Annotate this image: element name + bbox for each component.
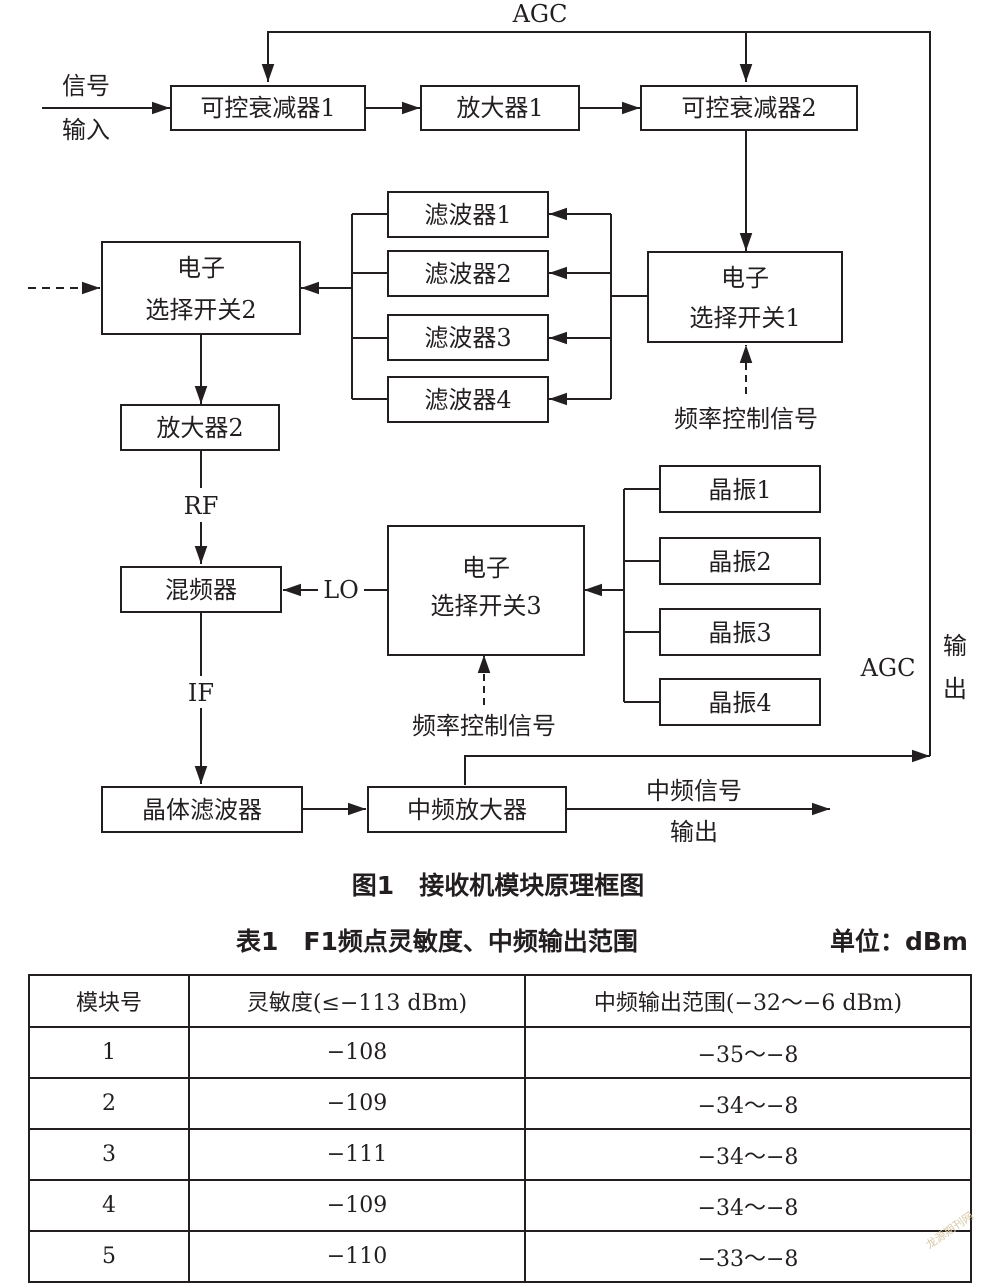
cell-if-range: −34～−8 (524, 1128, 972, 1181)
switch-3-box (387, 525, 585, 656)
crystal-1-label: 晶振1 (708, 476, 771, 504)
cell-if-range: −34～−8 (524, 1077, 972, 1130)
output-vertical-line1: 输 (943, 632, 967, 660)
amplifier-2-box (120, 404, 280, 451)
table-caption: 表1 F1频点灵敏度、中频输出范围 (236, 927, 638, 956)
filter-3-box (387, 314, 549, 361)
if-output-line2: 输出 (670, 818, 718, 846)
if-amplifier-box (367, 786, 567, 833)
crystal-1-box (659, 465, 821, 513)
attenuator-2-box (640, 85, 858, 131)
filter-1-label: 滤波器1 (424, 201, 511, 229)
input-label-line2: 输入 (62, 116, 110, 144)
cell-sensitivity: −108 (188, 1026, 526, 1079)
filter-4-box (387, 376, 549, 423)
filter-2-box (387, 250, 549, 297)
switch-2-box (101, 241, 301, 335)
cell-sensitivity: −109 (188, 1179, 526, 1232)
cell-module: 1 (28, 1026, 190, 1079)
attenuator-2-label: 可控衰减器2 (681, 94, 816, 122)
cell-sensitivity: −109 (188, 1077, 526, 1130)
table-row: 3 −111 −34～−8 (28, 1128, 972, 1181)
crystal-filter-label: 晶体滤波器 (142, 796, 262, 824)
filter-1-box (387, 191, 549, 238)
header-module: 模块号 (28, 974, 190, 1028)
crystal-2-box (659, 537, 821, 585)
agc-right-label: AGC (860, 654, 916, 682)
switch-2-line2: 选择开关2 (145, 296, 256, 324)
cell-sensitivity: −111 (188, 1128, 526, 1181)
if-amplifier-label: 中频放大器 (407, 796, 527, 824)
cell-if-range: −35～−8 (524, 1026, 972, 1079)
crystal-4-box (659, 678, 821, 726)
filter-4-label: 滤波器4 (424, 386, 511, 414)
cell-module: 2 (28, 1077, 190, 1130)
switch-2-line1: 电子 (177, 254, 225, 282)
header-if-range: 中频输出范围(−32～−6 dBm) (524, 974, 972, 1028)
cell-sensitivity: −110 (188, 1230, 526, 1283)
output-vertical-line2: 出 (943, 675, 967, 703)
sensitivity-table: 模块号 灵敏度(≤−113 dBm) 中频输出范围(−32～−6 dBm) 1 … (28, 974, 972, 1283)
if-output-line1: 中频信号 (646, 777, 742, 805)
table-row: 1 −108 −35～−8 (28, 1026, 972, 1079)
amplifier-1-label: 放大器1 (456, 94, 543, 122)
switch-1-line1: 电子 (721, 264, 769, 292)
cell-if-range: −33～−8 (524, 1230, 972, 1283)
crystal-3-box (659, 608, 821, 656)
table-row: 4 −109 −34～−8 (28, 1179, 972, 1232)
cell-if-range: −34～−8 (524, 1179, 972, 1232)
input-label-line1: 信号 (62, 72, 110, 100)
table-unit: 单位：dBm (829, 927, 968, 956)
amplifier-2-label: 放大器2 (156, 414, 243, 442)
mixer-box (120, 566, 282, 613)
freq-control-2-label: 频率控制信号 (412, 712, 556, 740)
switch-3-line2: 选择开关3 (430, 592, 541, 620)
filter-2-label: 滤波器2 (424, 260, 511, 288)
freq-control-1-label: 频率控制信号 (674, 405, 818, 433)
switch-1-box (647, 251, 843, 343)
cell-module: 4 (28, 1179, 190, 1232)
attenuator-1-label: 可控衰减器1 (200, 94, 335, 122)
table-row: 5 −110 −33～−8 (28, 1230, 972, 1283)
switch-3-line1: 电子 (462, 554, 510, 582)
mixer-label: 混频器 (165, 576, 237, 604)
figure-caption: 图1 接收机模块原理框图 (351, 871, 645, 900)
receiver-block-diagram: AGC 信号 输入 可控衰减器1 放大器1 可控衰减器2 滤波器1 滤波器2 滤… (28, 0, 967, 846)
agc-top-label: AGC (512, 0, 568, 28)
filter-3-label: 滤波器3 (424, 324, 511, 352)
rf-label: RF (184, 492, 219, 520)
crystal-4-label: 晶振4 (708, 689, 771, 717)
table-header-row: 模块号 灵敏度(≤−113 dBm) 中频输出范围(−32～−6 dBm) (28, 974, 972, 1028)
lo-label: LO (323, 576, 359, 604)
cell-module: 3 (28, 1128, 190, 1181)
crystal-filter-box (101, 786, 303, 833)
attenuator-1-box (170, 85, 366, 131)
crystal-3-label: 晶振3 (708, 619, 771, 647)
header-sensitivity: 灵敏度(≤−113 dBm) (188, 974, 526, 1028)
table-row: 2 −109 −34～−8 (28, 1077, 972, 1130)
if-label: IF (188, 679, 214, 707)
amplifier-1-box (420, 85, 580, 131)
switch-1-line2: 选择开关1 (689, 304, 800, 332)
cell-module: 5 (28, 1230, 190, 1283)
crystal-2-label: 晶振2 (708, 548, 771, 576)
